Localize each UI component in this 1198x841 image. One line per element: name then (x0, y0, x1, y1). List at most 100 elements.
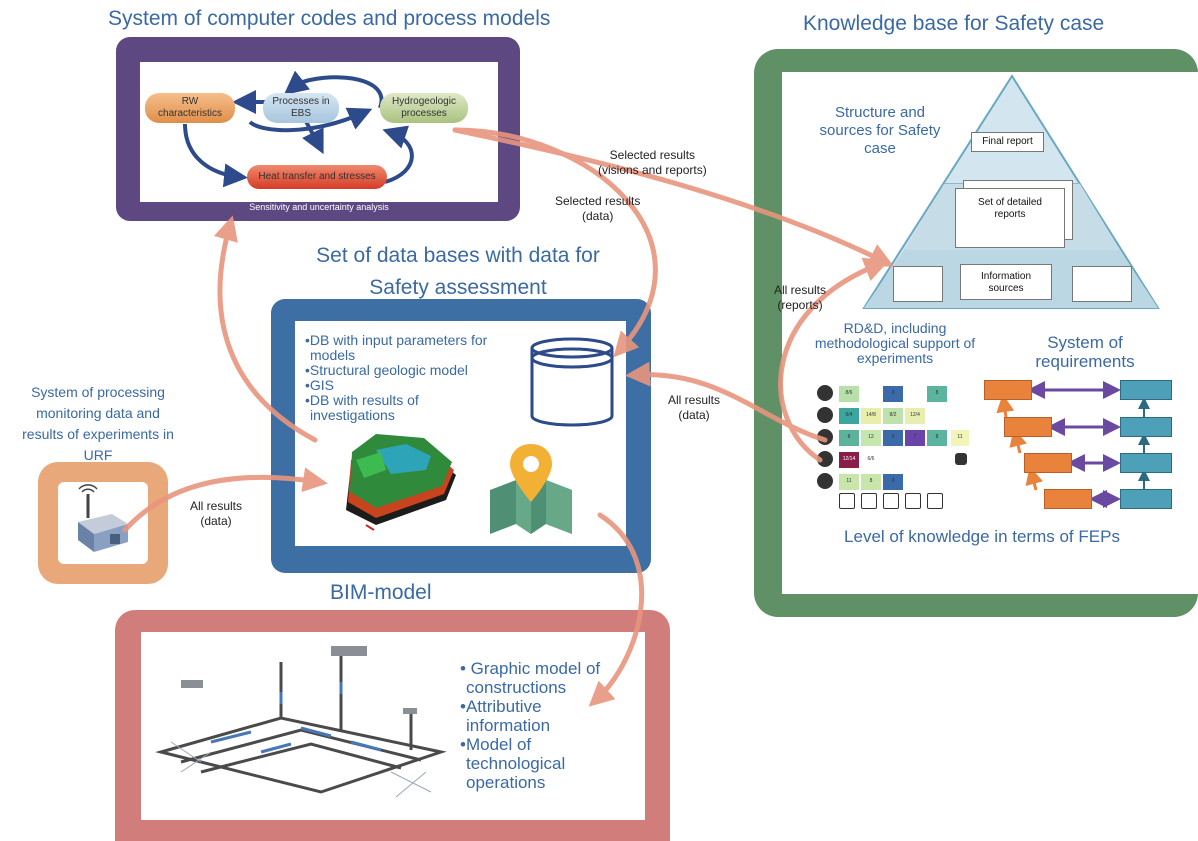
structure-line-3: case (864, 140, 896, 157)
matrix-cell: 8/2 (883, 408, 903, 424)
all-data-right-line-1: All results (668, 393, 721, 407)
ebs-line-2: EBS (290, 108, 311, 119)
bim-bullet-3b: technological (466, 754, 566, 773)
hydro-line-1: Hydrogeologic (392, 96, 456, 107)
requirement-target-3 (1120, 453, 1172, 473)
grid-icon (861, 493, 877, 509)
requirements-line-1: System of (1047, 333, 1123, 352)
matrix-cell: 6/4 (839, 408, 859, 424)
db-bullet-1: •DB with input parameters for (305, 332, 488, 348)
all-reports-label: All results (reports) (774, 283, 826, 313)
device-icon (883, 493, 899, 509)
matrix-cell: 6/6 (861, 452, 881, 468)
geologic-model-icon (346, 434, 456, 531)
sensitivity-label: Sensitivity and uncertainty analysis (249, 202, 389, 212)
matrix-cell: 8/6 (839, 386, 859, 402)
bim-bullet-2: •Attributive (460, 697, 542, 716)
requirements-diagram (980, 375, 1180, 520)
requirement-box-2 (1004, 417, 1052, 437)
requirement-target-1 (1120, 380, 1172, 400)
requirements-label: System of requirements (1010, 333, 1160, 371)
leaf-icon (927, 493, 943, 509)
structure-line-2: sources for Safety (819, 122, 941, 139)
db-bullet-3: •GIS (305, 377, 335, 393)
selected-visions-line-1: Selected results (609, 148, 696, 162)
bim-bullet-2b: information (466, 716, 551, 735)
matrix-cell: 8 (927, 386, 947, 402)
matrix-cell: 12/4 (905, 408, 925, 424)
db-bullet-1b: models (310, 347, 356, 363)
bim-bullet-1b: constructions (466, 678, 567, 697)
selected-data-line-1: Selected results (555, 194, 641, 208)
ebs-line-1: Processes in (272, 96, 330, 107)
databases-title-line-2: Safety assessment (369, 276, 547, 299)
knowledge-title: Knowledge base for Safety case (803, 12, 1105, 35)
requirements-line-2: requirements (1035, 352, 1135, 371)
databases-title: Set of data bases with data for Safety a… (272, 240, 644, 304)
detailed-line-1: Set of detailed (978, 197, 1042, 208)
rdd-line-2: methodological support of (814, 335, 976, 351)
hydro-line-2: processes (401, 108, 447, 119)
codes-title: System of computer codes and process mod… (108, 7, 551, 30)
qr-icon (905, 493, 921, 509)
requirement-box-1 (984, 380, 1032, 400)
bim-bullet-1: • Graphic model of (460, 659, 601, 678)
information-sources-doc: Information sources (960, 264, 1052, 300)
matrix-cell: 11 (951, 430, 969, 446)
matrix-cell: 11 (839, 474, 859, 490)
heat-transfer-node: Heat transfer and stresses (247, 165, 387, 189)
selected-data-line-2: (data) (582, 209, 614, 223)
matrix-cell: 14/8 (861, 408, 881, 424)
structure-sources-label: Structure and sources for Safety case (800, 104, 960, 158)
bim-title: BIM-model (330, 581, 432, 604)
fire-icon (817, 473, 833, 489)
eye-icon (817, 385, 833, 401)
matrix-cell: 3 (883, 430, 903, 446)
db-bullets: •DB with input parameters for models •St… (305, 333, 487, 423)
map-pin-icon (490, 444, 572, 534)
fep-matrix: 8/6 3 8 6/4 14/8 8/2 12/4 8 12 3 7 8 12/… (815, 381, 975, 509)
structure-line-1: Structure and (834, 104, 926, 121)
monitoring-title-line-1: System of processing (31, 384, 165, 400)
monitoring-title-line-4: URF (83, 447, 113, 463)
bim-tunnel-model (155, 646, 447, 798)
requirement-target-2 (1120, 417, 1172, 437)
db-bullet-4: •DB with results of (305, 392, 419, 408)
matrix-cell: 3 (883, 386, 903, 402)
matrix-cell: 12/14 (839, 452, 859, 468)
matrix-cell: 12 (861, 430, 881, 446)
matrix-cell: 7 (905, 430, 925, 446)
matrix-cell: 3 (883, 474, 903, 490)
monitoring-device-icon (78, 484, 128, 552)
selected-visions-label: Selected results (visions and reports) (598, 148, 707, 178)
requirement-box-4 (1044, 489, 1092, 509)
info-line-1: Information (980, 271, 1032, 282)
rdd-line-3: experiments (856, 350, 934, 366)
databases-title-line-1: Set of data bases with data for (316, 244, 600, 267)
detailed-line-2: reports (994, 209, 1026, 220)
final-report-doc: Final report (971, 132, 1044, 152)
fep-level-label: Level of knowledge in terms of FEPs (844, 527, 1120, 546)
requirement-target-4 (1120, 489, 1172, 509)
selected-data-label: Selected results (data) (555, 194, 640, 224)
info-line-2: sources (988, 283, 1024, 294)
monitoring-title-line-3: results of experiments in (22, 426, 174, 442)
detailed-reports-doc: Set of detailed reports (955, 188, 1065, 248)
bim-bullet-3: •Model of (460, 735, 532, 754)
requirement-box-3 (1024, 453, 1072, 473)
settings-icon (955, 453, 967, 465)
matrix-cell: 8 (861, 474, 881, 490)
graph-icon (839, 493, 855, 509)
db-bullet-4b: investigations (310, 407, 395, 423)
source-doc-left (893, 266, 943, 302)
bim-bullet-3c: operations (466, 773, 546, 792)
all-data-left-label: All results (data) (190, 499, 242, 529)
all-data-right-label: All results (data) (668, 393, 720, 423)
codes-flow-arrows (183, 70, 414, 188)
database-cylinder-icon (530, 337, 614, 427)
rw-line-1: RW (181, 96, 199, 107)
all-reports-line-2: (reports) (777, 298, 823, 312)
source-doc-right (1072, 266, 1132, 302)
